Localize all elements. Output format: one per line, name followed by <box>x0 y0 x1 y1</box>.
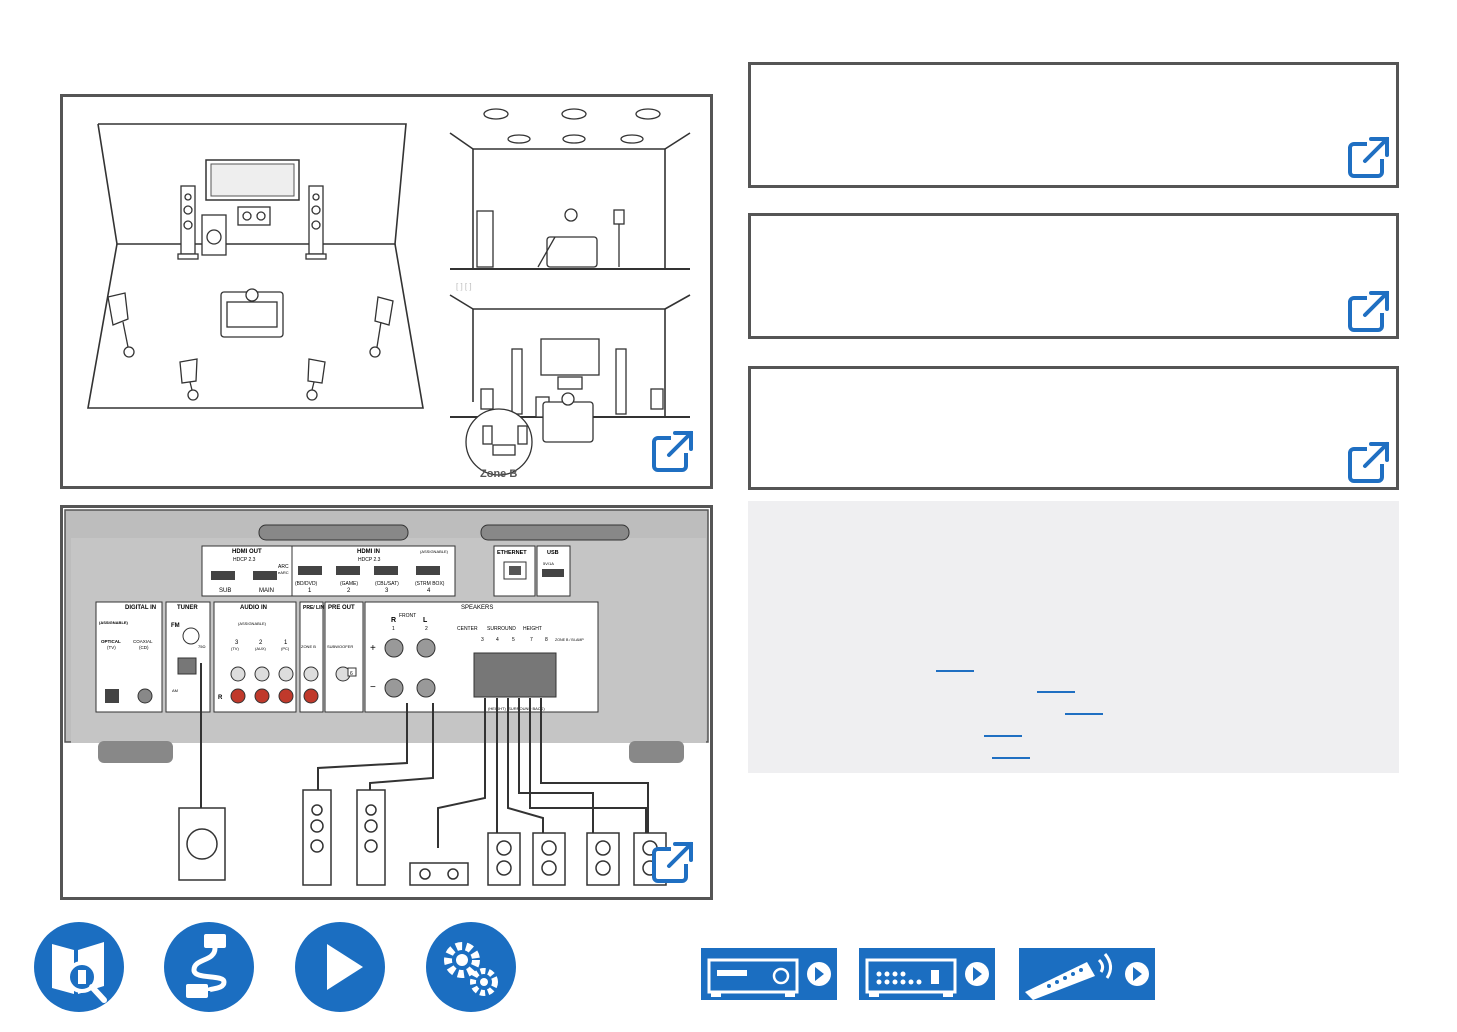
svg-text:7: 7 <box>530 637 533 643</box>
hdmi-in-title: HDMI IN <box>357 549 380 555</box>
svg-text:ETHERNET: ETHERNET <box>497 550 527 556</box>
svg-text:3: 3 <box>385 588 389 594</box>
svg-text:(GAME): (GAME) <box>340 581 358 587</box>
svg-text:R: R <box>218 695 223 701</box>
svg-text:(TV): (TV) <box>231 646 239 651</box>
info-panel <box>748 501 1399 773</box>
svg-text:−: − <box>370 682 376 693</box>
external-link-icon[interactable] <box>651 840 695 884</box>
svg-text:8: 8 <box>545 637 548 643</box>
front-panel-button[interactable] <box>701 948 837 1000</box>
speaker-layout-illustration: [ ] [ ] Zone B <box>87 108 691 480</box>
svg-text:(ASSIGNABLE): (ASSIGNABLE) <box>99 620 129 625</box>
svg-text:ZONE B: ZONE B <box>301 644 316 649</box>
page-link-5[interactable] <box>992 757 1030 759</box>
svg-text:SUBWOOFER: SUBWOOFER <box>327 644 353 649</box>
link-box-1[interactable] <box>748 62 1399 188</box>
svg-text:(ASSIGNABLE): (ASSIGNABLE) <box>238 621 267 626</box>
external-link-icon[interactable] <box>1347 440 1391 484</box>
svg-text:(CD): (CD) <box>139 645 149 650</box>
rear-panel-button[interactable] <box>859 948 995 1000</box>
remote-control-icon <box>1025 953 1149 1000</box>
svg-text:OPTICAL: OPTICAL <box>101 639 121 644</box>
gears-icon <box>444 942 498 996</box>
svg-text:FRONT: FRONT <box>399 613 416 619</box>
svg-text:3: 3 <box>481 637 484 643</box>
svg-text:(STRM BOX): (STRM BOX) <box>415 581 445 587</box>
svg-text:6: 6 <box>350 671 353 677</box>
svg-text:FM: FM <box>171 623 180 629</box>
svg-text:[ ] [ ]: [ ] [ ] <box>456 282 472 291</box>
svg-text:HEIGHT: HEIGHT <box>523 626 542 632</box>
page-link-3[interactable] <box>1065 713 1103 715</box>
svg-text:PRE OUT: PRE OUT <box>328 605 355 611</box>
svg-text:2: 2 <box>347 588 351 594</box>
svg-text:CENTER: CENTER <box>457 626 478 632</box>
svg-text:(TV): (TV) <box>107 645 116 650</box>
external-link-icon[interactable] <box>1347 289 1391 333</box>
setup-button[interactable] <box>426 922 516 1012</box>
external-link-icon[interactable] <box>651 429 695 473</box>
svg-text:R: R <box>391 617 396 624</box>
svg-text:1: 1 <box>284 640 288 646</box>
svg-text:eARC: eARC <box>278 570 289 575</box>
svg-text:AUDIO IN: AUDIO IN <box>240 605 267 611</box>
connections-button[interactable] <box>164 922 254 1012</box>
svg-text:AM: AM <box>172 688 178 693</box>
svg-text:SUB: SUB <box>219 588 231 594</box>
svg-text:COAXIAL: COAXIAL <box>133 639 153 644</box>
hdmi-out-title: HDMI OUT <box>232 549 262 555</box>
remote-button[interactable] <box>1019 948 1155 1000</box>
link-box-3[interactable] <box>748 366 1399 490</box>
external-link-icon[interactable] <box>1347 135 1391 179</box>
svg-text:(CBL/SAT): (CBL/SAT) <box>375 581 399 587</box>
svg-text:L: L <box>423 617 428 624</box>
svg-text:5: 5 <box>512 637 515 643</box>
svg-text:4: 4 <box>496 637 499 643</box>
svg-text:75Ω: 75Ω <box>198 644 205 649</box>
svg-text:2: 2 <box>425 626 428 632</box>
svg-text:3: 3 <box>235 640 239 646</box>
svg-text:HDCP 2.3: HDCP 2.3 <box>358 557 381 563</box>
svg-text:4: 4 <box>427 588 431 594</box>
svg-text:+: + <box>370 643 376 654</box>
svg-text:(AUX): (AUX) <box>255 646 267 651</box>
manual-search-button[interactable] <box>34 922 124 1012</box>
svg-text:TUNER: TUNER <box>177 605 198 611</box>
svg-text:SURROUND: SURROUND <box>487 626 516 632</box>
link-box-2[interactable] <box>748 213 1399 339</box>
svg-text:ARC: ARC <box>278 564 289 570</box>
rear-panel-frame: HDMI OUT HDCP 2.3 ARC eARC SUB MAIN HDMI… <box>60 505 713 900</box>
svg-text:SPEAKERS: SPEAKERS <box>461 605 493 611</box>
front-panel-icon <box>707 958 831 997</box>
play-icon <box>327 944 363 990</box>
svg-text:(PC): (PC) <box>281 646 290 651</box>
playback-button[interactable] <box>295 922 385 1012</box>
svg-text:PRE/ LINE OUT: PRE/ LINE OUT <box>303 605 339 611</box>
svg-text:1: 1 <box>392 626 395 632</box>
page-link-1[interactable] <box>936 670 974 672</box>
svg-text:(ASSIGNABLE): (ASSIGNABLE) <box>420 549 449 554</box>
rear-panel-illustration: HDMI OUT HDCP 2.3 ARC eARC SUB MAIN HDMI… <box>64 509 709 886</box>
zone-b-label: Zone B <box>480 468 517 480</box>
svg-text:1: 1 <box>308 588 312 594</box>
book-magnifier-icon <box>52 942 107 1003</box>
svg-text:USB: USB <box>547 550 559 556</box>
rear-panel-icon <box>865 958 989 997</box>
svg-text:ZONE B / BI-AMP: ZONE B / BI-AMP <box>555 638 584 642</box>
svg-text:2: 2 <box>259 640 263 646</box>
svg-text:5V/1A: 5V/1A <box>543 561 554 566</box>
page-link-2[interactable] <box>1037 691 1075 693</box>
svg-text:DIGITAL IN: DIGITAL IN <box>125 605 156 611</box>
page-link-4[interactable] <box>984 735 1022 737</box>
svg-text:(BD/DVD): (BD/DVD) <box>295 581 318 587</box>
cable-icon <box>186 934 227 998</box>
svg-text:MAIN: MAIN <box>259 588 274 594</box>
svg-text:HDCP 2.3: HDCP 2.3 <box>233 557 256 563</box>
svg-text:(HEIGHT) (SURROUND BACK): (HEIGHT) (SURROUND BACK) <box>488 706 545 711</box>
speaker-layout-frame: [ ] [ ] Zone B <box>60 94 713 489</box>
